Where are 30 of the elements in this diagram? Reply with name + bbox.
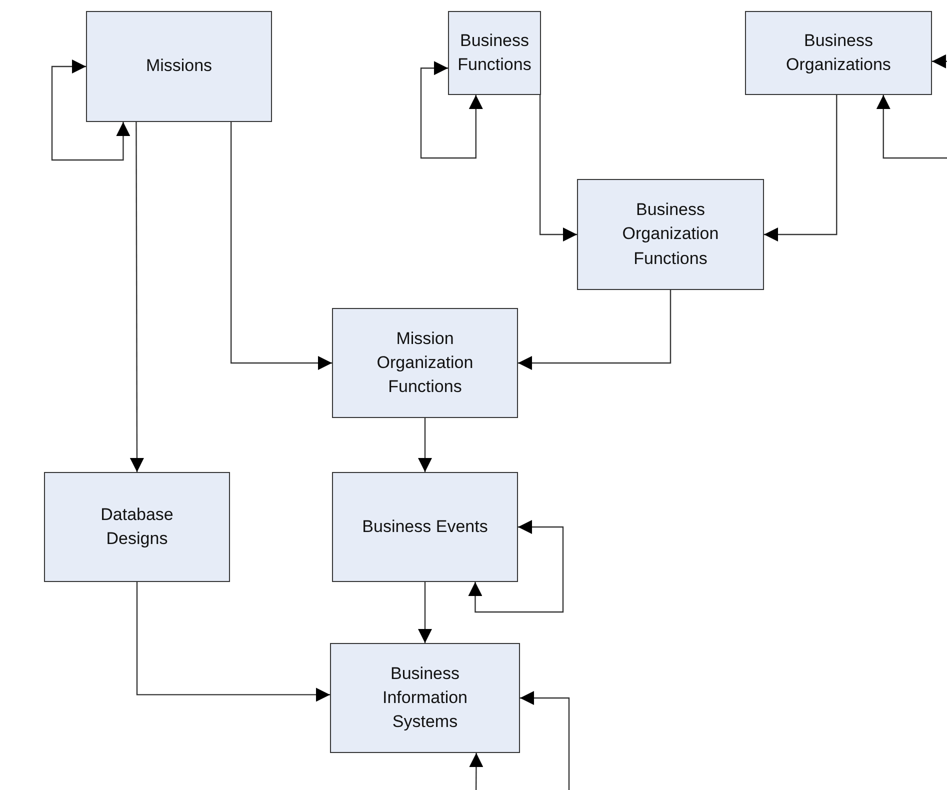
entity-box	[332, 472, 518, 582]
box-label: Database Designs	[100, 504, 174, 550]
box-label: Business Information Systems	[381, 662, 469, 734]
connector-arrow	[876, 54, 947, 159]
connector-arrow	[539, 95, 577, 242]
entity-box	[448, 11, 541, 95]
box-label: Mission Organization Functions	[376, 328, 474, 398]
entity-box	[86, 11, 272, 122]
entity-box	[745, 11, 932, 95]
box-label: Business Functions	[456, 30, 532, 76]
box-label: Missions	[146, 55, 212, 78]
box-label: Business Organization Functions	[621, 199, 720, 270]
connector-arrow	[136, 582, 330, 702]
connector-arrow	[764, 95, 838, 242]
connector-arrow	[418, 418, 432, 472]
connector-arrow	[469, 753, 484, 790]
connector-arrow	[518, 290, 672, 370]
connector-arrow	[230, 122, 332, 370]
connector-arrow	[468, 520, 564, 613]
connector-arrow	[420, 61, 483, 159]
connector-arrow	[520, 691, 570, 790]
entity-box	[44, 472, 230, 582]
connector-arrow	[51, 60, 130, 161]
box-label: Business Organizations	[785, 30, 892, 76]
box-label: Business Events	[362, 516, 488, 538]
connector-arrow	[130, 122, 144, 472]
entity-box	[332, 308, 518, 418]
connector-arrow	[418, 582, 432, 643]
entity-box	[577, 179, 764, 290]
entity-box	[330, 643, 520, 753]
